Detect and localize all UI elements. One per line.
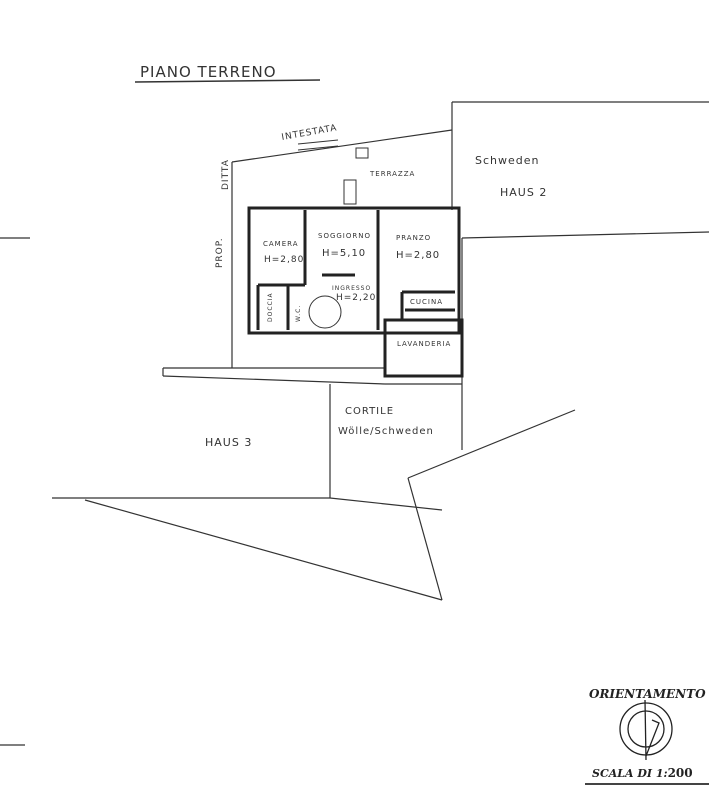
terrace	[297, 139, 369, 329]
spiral-stair	[308, 295, 342, 329]
label-terrazza: TERRAZZA	[369, 170, 415, 178]
room-lavanderia: LAVANDERIA	[397, 340, 451, 348]
label-ditta: DITTA	[221, 159, 231, 190]
plan-title: PIANO TERRENO	[140, 63, 277, 81]
label-schweden: Schweden	[475, 154, 540, 167]
label-intestata: INTESTATA	[281, 123, 338, 143]
label-haus2: HAUS 2	[500, 186, 547, 199]
room-wc: W.C.	[295, 305, 302, 322]
orientation-label: ORIENTAMENTO	[589, 687, 706, 701]
room-pranzo: PRANZO	[396, 234, 431, 242]
room-soggiorno: SOGGIORNO	[318, 232, 371, 240]
room-cucina: CUCINA	[410, 298, 443, 306]
building-walls	[247, 206, 464, 378]
label-cortile-owner: Wölle/Schweden	[338, 426, 434, 437]
room-doccia: DOCCIA	[267, 292, 274, 322]
scale-label: SCALA DI 1:200	[592, 766, 693, 780]
room-ingresso-height: H=2,20	[336, 293, 376, 303]
label-haus3: HAUS 3	[205, 436, 252, 449]
room-ingresso: INGRESSO	[332, 285, 371, 292]
room-pranzo-height: H=2,80	[396, 250, 440, 261]
room-camera-height: H=2,80	[264, 255, 304, 265]
site-lines	[0, 101, 709, 746]
north-arrow-icon	[619, 699, 673, 761]
label-prop: PROP.	[215, 237, 225, 268]
room-soggiorno-height: H=5,10	[322, 248, 366, 259]
label-cortile: CORTILE	[345, 406, 394, 417]
room-camera: CAMERA	[263, 240, 299, 248]
